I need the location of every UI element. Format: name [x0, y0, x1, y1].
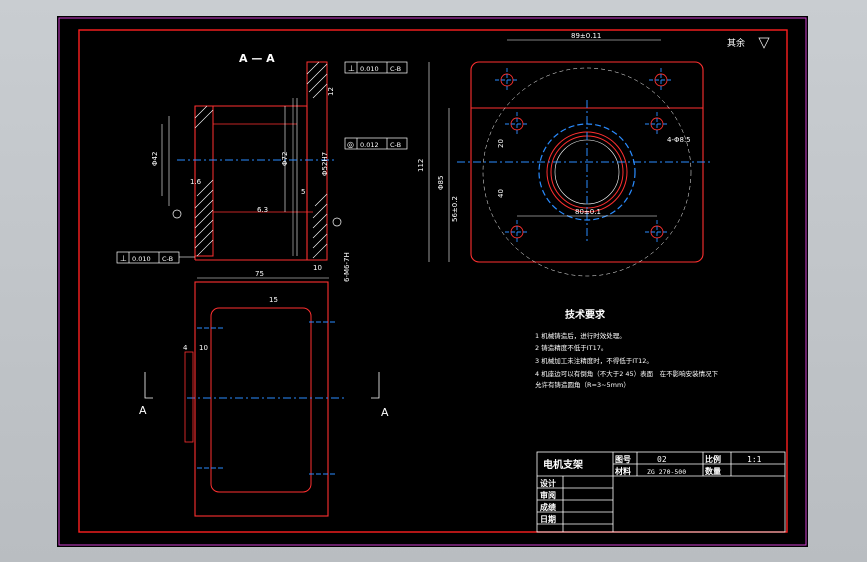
- tech-title: 技术要求: [565, 308, 606, 321]
- dim-bore-tol: Φ52H7: [321, 152, 329, 176]
- roughness-icon: [758, 37, 770, 49]
- dim-4: 4: [183, 344, 188, 352]
- dim-vertical-a: 20: [497, 139, 505, 148]
- svg-text:4 机座边可以有倒角（不大于2 45）表面 在不影响安装情况: 4 机座边可以有倒角（不大于2 45）表面 在不影响安装情况下: [535, 369, 719, 378]
- svg-text:⊥: ⊥: [120, 254, 127, 263]
- quantity-label: 数量: [705, 466, 721, 476]
- dim-hole-center: 80±0.1: [575, 208, 601, 216]
- plan-view: 75 15 10 4 A A: [139, 270, 389, 517]
- svg-text:设计: 设计: [540, 478, 556, 488]
- svg-text:◎: ◎: [347, 140, 354, 149]
- dim-10: 10: [313, 264, 322, 272]
- surface-note: 其余: [727, 37, 745, 49]
- svg-text:C-B: C-B: [162, 255, 173, 263]
- section-view: A — A Φ42 Φ7: [116, 52, 408, 282]
- svg-text:1 机械铸造后，进行时效处理。: 1 机械铸造后，进行时效处理。: [535, 331, 626, 340]
- svg-text:0.012: 0.012: [360, 141, 379, 149]
- dim-side-a: Φ85: [437, 176, 445, 190]
- svg-text:0.010: 0.010: [360, 65, 379, 73]
- drawing-sheet: A — A Φ42 Φ7: [57, 16, 808, 547]
- section-mark-left: A: [139, 404, 147, 417]
- rough-d: 6.3: [257, 206, 268, 214]
- dim-10-plan: 10: [199, 344, 208, 352]
- svg-text:审阅: 审阅: [540, 490, 556, 500]
- rough-a: 12: [327, 87, 335, 96]
- tech-requirements: 技术要求 1 机械铸造后，进行时效处理。 2 铸造精度不低于IT17。 3 机械…: [535, 308, 719, 389]
- dim-height-inner: 56±0.2: [451, 196, 459, 222]
- drawing-no: 02: [657, 455, 667, 464]
- dim-5: 5: [301, 188, 305, 196]
- title-block: [536, 451, 786, 533]
- dim-width-plan: 75: [255, 270, 264, 278]
- dim-dia-left: Φ42: [151, 152, 159, 166]
- svg-text:允许有铸造圆角（R=3~5mm）: 允许有铸造圆角（R=3~5mm）: [535, 380, 630, 389]
- svg-text:3 机械加工未注精度时，不得低于IT12。: 3 机械加工未注精度时，不得低于IT12。: [535, 356, 653, 365]
- part-name: 电机支架: [543, 458, 583, 471]
- svg-text:⊥: ⊥: [348, 64, 355, 73]
- tolerance-frame-3: ⊥ 0.010 C-B: [116, 251, 195, 264]
- dim-hole-spec: 4-Φ8.5: [667, 136, 691, 144]
- cad-drawing: A — A Φ42 Φ7: [58, 17, 807, 546]
- section-mark-right: A: [381, 406, 389, 419]
- dim-bore: Φ72: [281, 152, 289, 166]
- section-label: A — A: [239, 52, 275, 65]
- dim-top-width: 89±0.11: [571, 32, 601, 40]
- svg-text:0.010: 0.010: [132, 255, 151, 263]
- dim-15: 15: [269, 296, 278, 304]
- svg-text:C-B: C-B: [390, 65, 401, 73]
- svg-text:日期: 日期: [540, 514, 556, 524]
- dim-thread: 6-M6-7H: [343, 252, 351, 282]
- outer-frame: [58, 17, 807, 546]
- dim-height-total: 112: [417, 159, 425, 172]
- svg-text:成绩: 成绩: [540, 502, 556, 512]
- scale-label: 比例: [705, 454, 721, 464]
- tolerance-frame-2: ◎ 0.012 C-B: [344, 137, 408, 150]
- front-view: 89±0.11 112 Φ85 56±0.2 20 40 80±0.1 4-Φ8…: [417, 32, 770, 277]
- tolerance-frame-1: ⊥ 0.010 C-B: [344, 61, 408, 74]
- material: ZG 270-500: [647, 468, 686, 476]
- svg-text:C-B: C-B: [390, 141, 401, 149]
- dim-vertical-b: 40: [497, 189, 505, 198]
- rough-b: 1.6: [190, 178, 202, 186]
- material-label: 材料: [615, 466, 631, 476]
- inner-frame: [78, 29, 788, 533]
- drawing-no-label: 图号: [615, 455, 631, 464]
- svg-text:2 铸造精度不低于IT17。: 2 铸造精度不低于IT17。: [535, 343, 607, 352]
- scale: 1:1: [747, 455, 762, 464]
